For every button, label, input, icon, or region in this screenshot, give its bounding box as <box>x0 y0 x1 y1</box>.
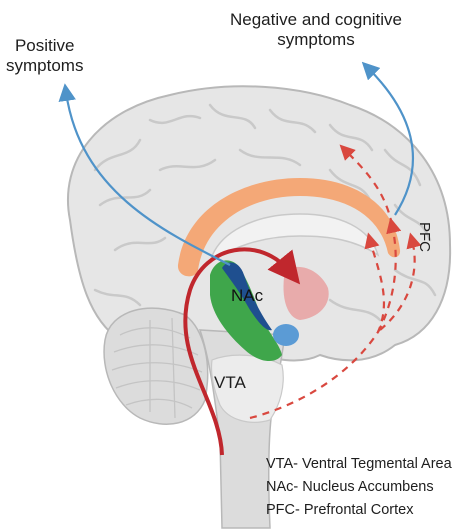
legend: VTA- Ventral Tegmental Area NAc- Nucleus… <box>266 453 452 522</box>
negative-label-line1: Negative and cognitive <box>230 10 402 30</box>
legend-item-nac: NAc- Nucleus Accumbens <box>266 476 452 499</box>
pfc-label: PFC <box>416 222 433 252</box>
positive-label-line1: Positive <box>6 36 83 56</box>
light-blue-nucleus <box>273 324 299 346</box>
vta-label: VTA <box>214 373 246 393</box>
negative-symptoms-label: Negative and cognitive symptoms <box>230 10 402 49</box>
legend-item-vta: VTA- Ventral Tegmental Area <box>266 453 452 476</box>
positive-label-line2: symptoms <box>6 56 83 76</box>
nac-label: NAc <box>231 286 263 306</box>
positive-symptoms-label: Positive symptoms <box>6 36 83 75</box>
legend-item-pfc: PFC- Prefrontal Cortex <box>266 499 452 522</box>
negative-label-line2: symptoms <box>230 30 402 50</box>
